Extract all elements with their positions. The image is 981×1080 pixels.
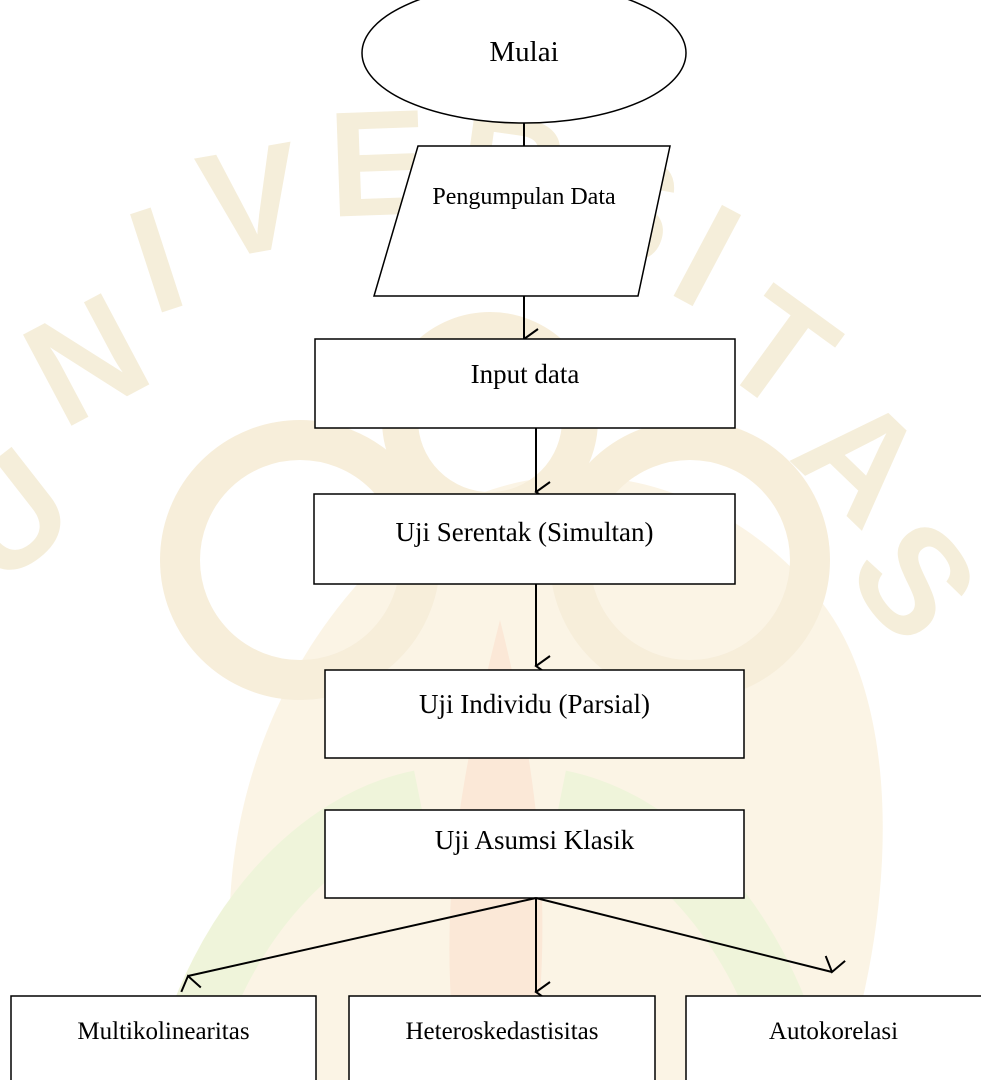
watermark-letter: V [187,108,319,292]
input-data-label: Input data [470,359,580,389]
heteroscedasticity-label: Heteroskedastisitas [405,1018,599,1045]
classic-assumption-box [324,809,745,899]
multicollinearity-box [10,995,317,1080]
autocorrelation-label: Autokorelasi [768,1018,899,1045]
multicollinearity-label: Multikolinearitas [77,1018,250,1045]
heteroscedasticity-box [348,995,656,1080]
simultaneous-test-box [313,493,736,585]
arrow-classic-to-autocorrelation [535,897,846,974]
start-label: Mulai [489,36,559,68]
collect-data-shape [372,145,671,297]
arrow-classic-to-multicollinearity [180,897,537,993]
autocorrelation-box [685,995,981,1080]
watermark-seal: U N I V E R S I T A S [0,77,981,1080]
classic-assumption-label: Uji Asumsi Klasik [434,825,635,855]
collect-data-label: Pengumpulan Data [432,184,616,210]
partial-test-label: Uji Individu (Parsial) [419,689,650,719]
simultaneous-test-label: Uji Serentak (Simultan) [395,517,654,547]
partial-test-box [324,669,745,759]
input-data-box [314,338,736,429]
